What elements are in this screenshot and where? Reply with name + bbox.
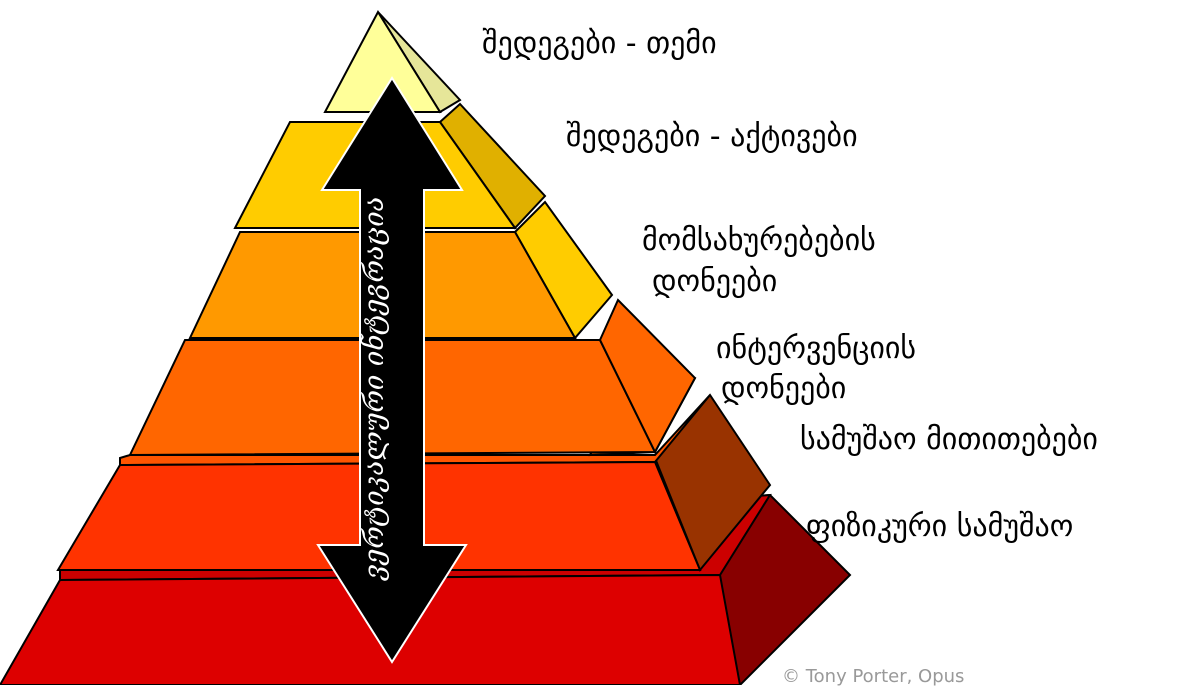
level-3-label-line1: მომსახურებების <box>642 222 876 260</box>
arrow-label: ვერტიკალური ინტეგრაცია <box>349 118 401 658</box>
level-4-label-line1: ინტერვენციის <box>716 330 916 368</box>
level-5-label: სამუშაო მითითებები <box>800 421 1098 459</box>
level-1-label: შედეგები - თემი <box>482 25 717 63</box>
level-3-label-line2: დონეები <box>652 263 777 301</box>
level-4-label-line2: დონეები <box>721 370 846 408</box>
copyright-notice: © Tony Porter, Opus <box>782 666 964 687</box>
level-6-label: ფიზიკური სამუშაო <box>806 508 1073 546</box>
level-2-label: შედეგები - აქტივები <box>566 118 858 156</box>
